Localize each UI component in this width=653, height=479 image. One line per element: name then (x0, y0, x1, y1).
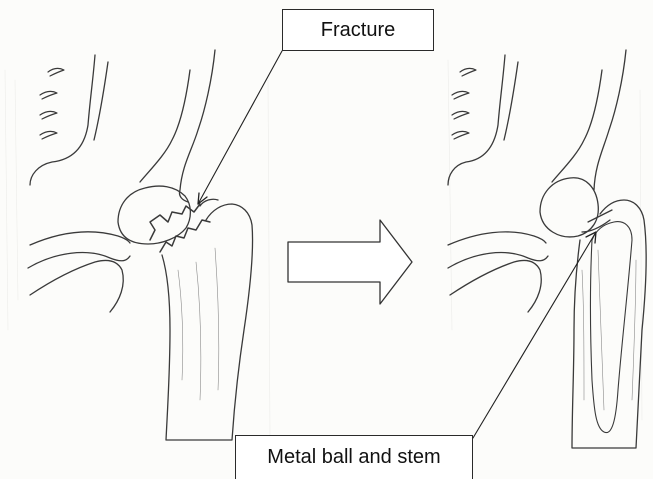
ischium-left (30, 260, 123, 312)
fracture-line-left-2 (160, 220, 210, 252)
fracture-label: Fracture (282, 9, 434, 51)
sacrum-inner-left (94, 62, 108, 140)
prosthetic-ball (540, 178, 598, 237)
spine-marks-right (452, 68, 476, 139)
fracture-line-left (150, 204, 200, 240)
obturator-left (28, 253, 130, 268)
femur-left (162, 204, 253, 440)
fracture-pointer-line (198, 51, 282, 204)
obturator-right (448, 253, 548, 268)
ilium-inner-left (140, 70, 190, 182)
right-arrow-icon (288, 220, 412, 304)
ilium-inner-right (552, 70, 602, 182)
implant-hip-drawing (448, 50, 646, 448)
pubis-right (448, 232, 546, 245)
metal-stem (591, 222, 633, 433)
ilium-outline-left (179, 50, 215, 202)
sacrum-outline-right (448, 55, 505, 185)
ischium-right (450, 260, 541, 312)
femur-shading-left (178, 248, 219, 400)
femur-right (572, 200, 646, 448)
sacrum-inner-right (504, 62, 518, 140)
spine-marks-left (40, 68, 64, 139)
fractured-hip-drawing (28, 50, 282, 440)
pubis-left (30, 232, 130, 245)
ilium-outline-right (594, 50, 626, 190)
prosthetic-neck (588, 210, 612, 222)
implant-label: Metal ball and stem (235, 435, 473, 479)
sacrum-outline-left (30, 55, 95, 185)
